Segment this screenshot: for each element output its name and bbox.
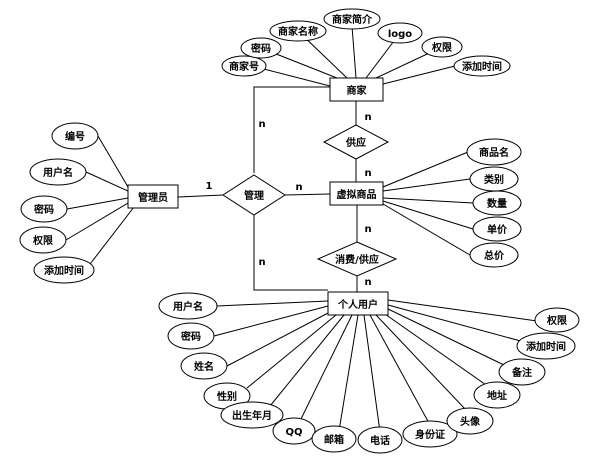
attr-admin-password-label: 密码 [34, 203, 54, 216]
attr-merchant-name-label: 商家名称 [278, 25, 318, 38]
attr-admin-add-time[interactable]: 添加时间 [33, 256, 95, 284]
entity-virtual-goods[interactable]: 虚拟商品 [329, 181, 384, 206]
attr-merchant-logo-label: logo [388, 29, 412, 40]
attr-merchant-intro[interactable]: 商家简介 [323, 8, 381, 30]
attr-merchant-password-label: 密码 [251, 42, 271, 55]
relationship-consume-supply-label: 消费/供应 [335, 253, 379, 266]
attr-user-address-label: 地址 [487, 389, 507, 402]
attr-merchant-password[interactable]: 密码 [240, 37, 282, 59]
attr-goods-quantity[interactable]: 数量 [472, 190, 522, 216]
attr-user-qq[interactable]: QQ [272, 417, 316, 445]
cardinality-goods-consume: n [364, 224, 371, 235]
attr-user-add-time-label: 添加时间 [526, 340, 566, 353]
attr-user-username[interactable]: 用户名 [158, 292, 218, 320]
attr-goods-name-label: 商品名 [479, 146, 509, 159]
attr-admin-id-label: 编号 [65, 130, 85, 143]
attr-goods-unit-price-label: 单价 [487, 223, 508, 236]
entity-personal-user[interactable]: 个人用户 [327, 291, 389, 316]
connections [65, 25, 538, 433]
attr-merchant-permission-label: 权限 [431, 41, 453, 54]
relationship-supply[interactable]: 供应 [322, 124, 390, 160]
cardinality-supply-goods: n [364, 168, 371, 179]
cardinality-consume-user: n [364, 277, 371, 288]
attr-admin-add-time-label: 添加时间 [44, 264, 84, 277]
relationship-supply-label: 供应 [345, 136, 366, 149]
attr-user-phone-label: 电话 [370, 434, 390, 447]
attr-user-address[interactable]: 地址 [473, 381, 521, 409]
attr-user-password[interactable]: 密码 [167, 322, 215, 350]
attr-admin-password[interactable]: 密码 [20, 195, 68, 223]
cardinalities: n n 1 n n n n n [206, 112, 372, 288]
attr-goods-unit-price[interactable]: 单价 [472, 216, 522, 242]
attr-user-qq-label: QQ [285, 427, 302, 438]
attr-admin-permission[interactable]: 权限 [19, 226, 67, 254]
entity-admin-label: 管理员 [138, 191, 168, 204]
attr-goods-total-price[interactable]: 总价 [469, 242, 519, 268]
attr-admin-username-label: 用户名 [42, 166, 73, 179]
entity-merchant-label: 商家 [347, 84, 368, 97]
attr-goods-category[interactable]: 类别 [469, 166, 519, 192]
relationship-consume-supply[interactable]: 消费/供应 [316, 241, 398, 277]
attr-user-gender-label: 性别 [216, 390, 237, 403]
attr-user-birth-date[interactable]: 出生年月 [220, 401, 284, 429]
relationship-manage-label: 管理 [244, 189, 264, 202]
attr-merchant-add-time-label: 添加时间 [462, 60, 502, 73]
attr-goods-total-price-label: 总价 [484, 249, 505, 262]
attr-merchant-intro-label: 商家简介 [332, 13, 373, 26]
attr-goods-category-label: 类别 [484, 173, 504, 186]
attr-user-avatar-label: 头像 [460, 415, 481, 428]
attr-merchant-add-time[interactable]: 添加时间 [453, 55, 511, 77]
attr-user-username-label: 用户名 [172, 300, 203, 313]
attr-user-avatar[interactable]: 头像 [446, 407, 494, 435]
attr-goods-name[interactable]: 商品名 [466, 138, 522, 166]
cardinality-manage-user: n [258, 257, 265, 268]
attr-user-remark[interactable]: 备注 [498, 358, 546, 386]
attr-user-permission-label: 权限 [546, 314, 568, 327]
attr-user-name-label: 姓名 [193, 360, 214, 373]
entity-personal-user-label: 个人用户 [337, 298, 378, 311]
attr-merchant-no-label: 商家号 [229, 60, 259, 73]
attr-admin-username[interactable]: 用户名 [29, 158, 87, 186]
attr-user-permission[interactable]: 权限 [534, 307, 580, 333]
attr-user-id-card[interactable]: 身份证 [402, 420, 458, 448]
cardinality-merchant-manage: n [258, 119, 265, 130]
attr-user-email[interactable]: 邮箱 [311, 425, 357, 453]
attr-user-add-time[interactable]: 添加时间 [516, 332, 576, 360]
attr-goods-quantity-label: 数量 [487, 197, 507, 210]
attr-user-email-label: 邮箱 [324, 433, 344, 446]
cardinality-manage-goods: n [295, 182, 302, 193]
entity-admin[interactable]: 管理员 [127, 184, 179, 209]
attr-merchant-name[interactable]: 商家名称 [269, 20, 327, 42]
attr-merchant-permission[interactable]: 权限 [421, 36, 463, 58]
attr-admin-id[interactable]: 编号 [51, 122, 99, 150]
entity-merchant[interactable]: 商家 [329, 77, 384, 102]
attr-user-id-card-label: 身份证 [415, 428, 445, 441]
cardinality-merchant-supply: n [364, 112, 371, 123]
attr-merchant-no[interactable]: 商家号 [221, 55, 267, 77]
relationship-manage[interactable]: 管理 [222, 174, 286, 216]
attr-user-gender[interactable]: 性别 [203, 382, 251, 410]
attr-user-phone[interactable]: 电话 [357, 426, 403, 454]
attr-admin-permission-label: 权限 [32, 234, 54, 247]
attr-user-password-label: 密码 [181, 330, 201, 343]
attr-merchant-logo[interactable]: logo [377, 22, 423, 44]
attr-user-name[interactable]: 姓名 [180, 352, 228, 380]
cardinality-admin-manage: 1 [206, 181, 213, 192]
attr-user-remark-label: 备注 [511, 366, 532, 379]
entity-virtual-goods-label: 虚拟商品 [337, 188, 377, 201]
attr-user-birth-date-label: 出生年月 [232, 409, 272, 422]
